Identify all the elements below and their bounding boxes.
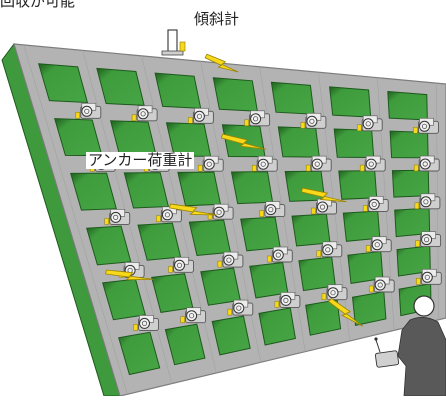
lightning-bolt-icon <box>105 269 154 281</box>
vegetation-panel <box>270 81 315 115</box>
vegetation-panel <box>211 315 251 356</box>
vegetation-panel <box>200 267 241 306</box>
anchor-load-meter-icon <box>188 107 214 124</box>
anchor-load-meter-icon <box>416 268 442 285</box>
anchor-load-meter-icon <box>133 315 159 331</box>
wireless-signals <box>105 53 364 327</box>
anchor-load-meter-icon <box>131 105 158 122</box>
vegetation-panel <box>387 90 428 121</box>
inspector-body <box>397 317 446 397</box>
inspector-head <box>413 295 435 317</box>
vegetation-panel <box>212 77 258 112</box>
antenna-tip <box>374 337 378 341</box>
anchor-load-meter-icon <box>413 117 439 134</box>
anchor-load-meter-icon <box>267 246 293 263</box>
lightning-bolt-icon <box>169 203 218 216</box>
anchor-load-meter-icon <box>365 236 392 253</box>
anchor-load-meter-label: アンカー荷重計 <box>86 151 195 169</box>
anchor-load-meter-icon <box>104 209 131 225</box>
vegetation-panel <box>240 216 281 252</box>
anchor-load-meter-icon <box>227 299 254 316</box>
vegetation-panel <box>277 126 320 158</box>
partial-top-caption: 回収が可能 <box>0 0 76 10</box>
tablet-icon <box>374 350 400 368</box>
vegetation-panel <box>38 63 89 104</box>
anchor-load-meter-icon <box>75 102 102 119</box>
inspector-silhouette <box>374 295 446 397</box>
vegetation-panel <box>333 128 375 159</box>
anchor-load-meter-icon <box>413 155 440 172</box>
inclinometer-icon <box>161 29 186 56</box>
anchor-load-meter-icon <box>274 292 301 308</box>
anchor-load-meter-icon <box>251 155 278 172</box>
anchor-load-meter-icon <box>368 276 395 293</box>
anchor-load-meter-icon <box>415 231 442 248</box>
inspector-figure <box>374 295 446 397</box>
vegetation-panel <box>291 213 331 247</box>
vegetation-panel <box>305 299 342 336</box>
anchor-load-meter-icon <box>217 251 244 268</box>
anchor-load-meter-icon <box>244 110 271 127</box>
vegetation-panel <box>230 171 274 205</box>
lightning-bolt-icon <box>204 53 239 73</box>
vegetation-panel <box>154 72 202 109</box>
anchor-load-meter-icon <box>321 284 348 301</box>
vegetation-panel <box>329 86 372 118</box>
inclinometer-device <box>161 29 186 56</box>
beam-centerline <box>23 44 128 395</box>
anchor-load-meter-icon <box>156 206 182 223</box>
anchor-load-meter-icon <box>168 256 194 273</box>
anchor-load-meter-icon <box>356 115 383 132</box>
lightning-bolt-icon <box>220 133 267 150</box>
vegetation-panel <box>96 67 145 106</box>
vegetation-panel <box>389 130 429 159</box>
anchor-load-meter-icon <box>311 198 337 215</box>
vegetation-panel <box>164 323 206 366</box>
anchor-load-meter-icon <box>300 112 327 129</box>
anchor-load-meter-icon <box>180 307 207 324</box>
anchor-load-meter-icon <box>359 155 386 172</box>
vegetation-panel <box>70 172 117 211</box>
anchor-load-meter-icon <box>362 196 389 212</box>
vegetation-panel <box>86 225 132 266</box>
vegetation-panel <box>258 307 296 346</box>
vegetation-panel <box>391 169 430 198</box>
anchor-load-meter-icon <box>414 193 441 210</box>
vegetation-panel <box>102 278 146 321</box>
anchor-load-meter-icon <box>197 155 224 172</box>
anchor-sensors <box>75 102 442 331</box>
vegetation-panel <box>188 219 232 257</box>
lightning-bolt-icon <box>300 187 347 203</box>
anchor-load-meter-icon <box>316 241 343 258</box>
anchor-load-meter-icon <box>207 203 234 220</box>
tablet-antenna <box>375 339 381 353</box>
vegetation-panel <box>284 170 326 202</box>
vegetation-panel <box>338 170 378 200</box>
vegetation-panel <box>177 171 222 207</box>
anchor-load-meter-icon <box>259 201 286 218</box>
lightning-bolt-icon <box>328 297 364 327</box>
inclinometer-label: 傾斜計 <box>194 10 240 28</box>
anchor-load-meter-icon <box>305 155 332 172</box>
vegetation-panel <box>351 291 387 327</box>
vegetation-panel <box>118 331 161 376</box>
